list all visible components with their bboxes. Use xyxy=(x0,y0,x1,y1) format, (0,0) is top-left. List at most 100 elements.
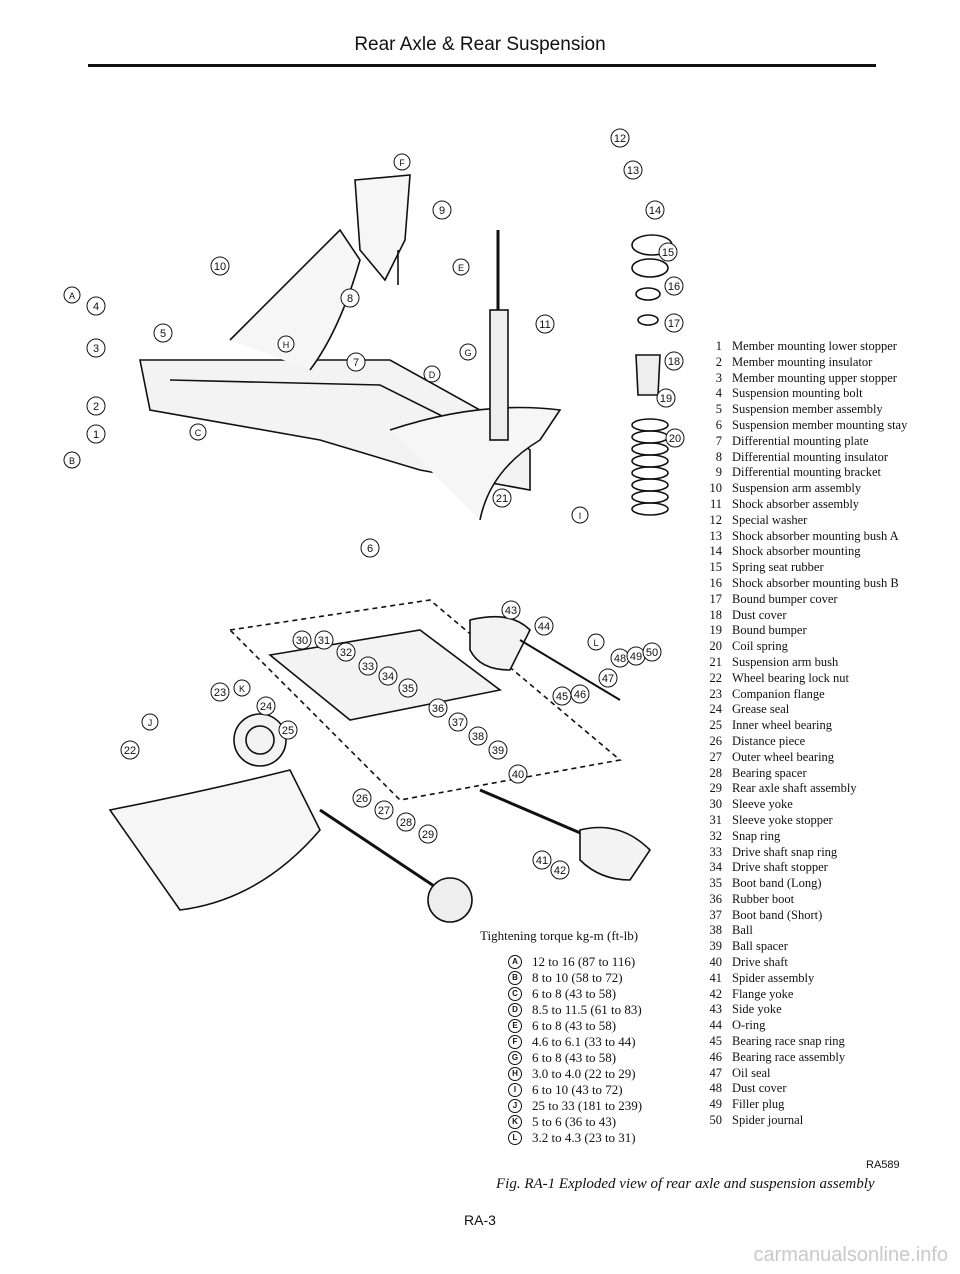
part-number: 16 xyxy=(709,575,723,590)
part-name: Spider assembly xyxy=(732,970,815,985)
part-name: Boot band (Long) xyxy=(732,876,822,891)
callout-32: 32 xyxy=(336,642,356,662)
callout-46: 46 xyxy=(570,684,590,704)
part-number: 48 xyxy=(709,1081,723,1096)
part-number: 49 xyxy=(709,1097,723,1112)
svg-text:48: 48 xyxy=(614,653,626,665)
callout-17: 17 xyxy=(664,313,684,333)
svg-text:11: 11 xyxy=(539,319,550,331)
callout-E: E xyxy=(452,258,470,276)
callout-23: 23 xyxy=(210,682,230,702)
svg-text:49: 49 xyxy=(630,651,642,663)
svg-text:7: 7 xyxy=(353,357,359,369)
part-number: 7 xyxy=(715,433,722,448)
part-name: Outer wheel bearing xyxy=(732,749,835,764)
part-number: 18 xyxy=(709,607,723,622)
callout-15: 15 xyxy=(658,242,678,262)
part-name: Spring seat rubber xyxy=(732,560,824,575)
svg-text:8: 8 xyxy=(347,293,353,305)
svg-text:18: 18 xyxy=(668,356,680,368)
part-number: 4 xyxy=(715,386,722,401)
callout-45: 45 xyxy=(552,686,572,706)
part-number: 28 xyxy=(709,765,723,780)
torque-value: 6 to 10 (43 to 72) xyxy=(532,1082,623,1097)
part-name: Suspension mounting bolt xyxy=(732,386,863,401)
torque-code-badge: J xyxy=(508,1099,522,1113)
svg-text:A: A xyxy=(69,291,75,301)
svg-text:L: L xyxy=(593,638,598,648)
svg-text:13: 13 xyxy=(627,165,639,177)
svg-text:35: 35 xyxy=(402,683,414,695)
part-name: Suspension member assembly xyxy=(732,402,883,417)
callout-44: 44 xyxy=(534,616,554,636)
torque-code-badge: C xyxy=(508,987,522,1001)
callout-4: 4 xyxy=(86,296,106,316)
diagram-callouts: 12 13 14 15 16 17 18 19 20 11 21 10 9 8 … xyxy=(63,128,685,880)
svg-text:2: 2 xyxy=(93,401,99,413)
part-number: 35 xyxy=(709,876,723,891)
svg-text:15: 15 xyxy=(662,247,674,259)
svg-text:36: 36 xyxy=(432,703,444,715)
callout-7: 7 xyxy=(346,352,366,372)
svg-text:4: 4 xyxy=(93,301,99,313)
part-name: Bearing race snap ring xyxy=(732,1034,845,1049)
svg-text:46: 46 xyxy=(574,689,586,701)
svg-text:I: I xyxy=(579,511,582,521)
part-name: Sleeve yoke stopper xyxy=(732,812,833,827)
svg-text:43: 43 xyxy=(505,605,517,617)
part-name: Oil seal xyxy=(732,1065,771,1080)
callout-8: 8 xyxy=(340,288,360,308)
part-number: 42 xyxy=(709,986,723,1001)
svg-text:14: 14 xyxy=(649,205,661,217)
svg-text:3: 3 xyxy=(93,343,99,355)
callout-16: 16 xyxy=(664,276,684,296)
part-name: Member mounting lower stopper xyxy=(732,339,897,353)
svg-text:9: 9 xyxy=(439,205,445,217)
part-name: Member mounting insulator xyxy=(732,354,873,369)
svg-text:J: J xyxy=(148,718,153,728)
svg-text:31: 31 xyxy=(318,635,330,647)
callout-36: 36 xyxy=(428,698,448,718)
callout-A: A xyxy=(63,286,81,304)
part-name: Ball xyxy=(732,923,753,938)
part-number: 11 xyxy=(709,496,722,511)
part-number: 32 xyxy=(709,828,723,843)
part-name: Filler plug xyxy=(732,1097,785,1112)
part-number: 40 xyxy=(709,955,723,970)
callout-31: 31 xyxy=(314,630,334,650)
part-number: 22 xyxy=(709,670,723,685)
torque-value: 8 to 10 (58 to 72) xyxy=(532,970,623,985)
svg-text:17: 17 xyxy=(668,318,680,330)
part-number: 9 xyxy=(715,465,722,480)
svg-text:21: 21 xyxy=(496,493,508,505)
page-number: RA-3 xyxy=(464,1212,496,1228)
callout-41: 41 xyxy=(532,850,552,870)
part-name: Shock absorber assembly xyxy=(732,496,860,511)
part-item: 5 Suspension member assembly xyxy=(700,402,940,418)
callout-2: 2 xyxy=(86,396,106,416)
svg-text:12: 12 xyxy=(614,133,626,145)
part-name: Flange yoke xyxy=(732,986,794,1001)
part-number: 25 xyxy=(709,718,723,733)
part-number: 29 xyxy=(709,781,723,796)
part-number: 23 xyxy=(709,686,723,701)
part-number: 31 xyxy=(709,812,723,827)
part-name: Dust cover xyxy=(732,1081,787,1096)
svg-text:D: D xyxy=(429,370,436,380)
part-number: 5 xyxy=(715,402,722,417)
